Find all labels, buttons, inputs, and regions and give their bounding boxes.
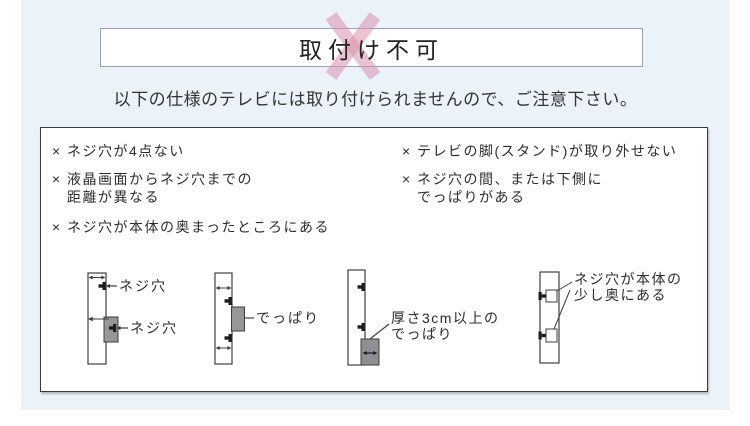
leader-line [556,281,573,292]
leader-line [116,326,128,330]
thick-protrusion-block [360,338,380,366]
recessed-hole-label: 少し奥にある [574,287,667,303]
cross-x-icon [325,12,381,80]
list-item: × 液晶画面からネジ穴までの距離が異なる [52,170,330,206]
tv-panel [539,271,560,364]
screw-icon [98,282,106,290]
diagram-recessed-screw-holes: ネジ穴が本体の 少し奥にある [538,271,683,364]
notice-column-left: × ネジ穴が4点ない × 液晶画面からネジ穴までの距離が異なる × ネジ穴が本体… [52,142,330,246]
cross-marker: × [52,143,62,159]
recess-notch [545,328,558,343]
protrusion-label: でっぱり [256,310,320,326]
recessed-hole-label: ネジ穴が本体の [574,271,683,287]
cross-marker: × [52,219,62,235]
page-title: 取付け不可 [299,36,444,63]
cross-marker: × [402,143,412,159]
diagram-protrusion: でっぱり [214,272,320,365]
screw-icon [538,292,546,300]
screw-icon [538,331,546,340]
width-arrow [88,275,106,280]
screw-hole-label: ネジ穴 [119,278,167,294]
tv-panel [214,272,233,365]
list-item: × ネジ穴の間、または下側にでっぱりがある [402,170,677,206]
diagram-thick-protrusion: 厚さ3cm以上の でっぱり [347,269,499,366]
protrusion-block [231,306,245,332]
screw-icon [109,324,117,332]
notice-text: ネジ穴が4点ない [67,143,185,159]
notice-column-right: × テレビの脚(スタンド)が取り外せない × ネジ穴の間、または下側にでっぱりが… [402,142,677,216]
screw-icon [224,334,232,342]
width-arrow [215,346,232,350]
list-item: × ネジ穴が4点ない [52,142,330,160]
leader-line [369,323,390,340]
leader-line [105,284,117,288]
cross-marker: × [402,171,412,187]
leader-line [553,289,571,330]
width-arrow [215,286,232,290]
screw-hole-label: ネジ穴 [130,320,178,336]
screw-icon [357,323,365,331]
notice-text: テレビの脚(スタンド)が取り外せない [417,143,678,159]
screw-icon [224,297,232,305]
notice-text: ネジ穴が本体の奥まったところにある [67,219,330,235]
notice-text: ネジ穴の間、または下側にでっぱりがある [417,171,603,205]
thickness-arrow [362,351,378,355]
list-item: × テレビの脚(スタンド)が取り外せない [402,142,677,160]
depth-arrow [87,316,109,322]
diagram-screw-holes: ネジ穴 ネジ穴 [87,272,178,365]
tv-diagrams: ネジ穴 ネジ穴 [87,269,683,366]
list-item: × ネジ穴が本体の奥まったところにある [52,218,330,236]
thick-protrusion-label: でっぱり [391,326,453,342]
recess-notch [545,289,558,303]
cross-marker: × [52,171,62,187]
thick-protrusion-label: 厚さ3cm以上の [391,310,499,326]
page-subtitle: 以下の仕様のテレビには取り付けられませんので、ご注意下さい。 [113,90,638,109]
screw-icon [357,283,365,291]
notice-text: 液晶画面からネジ穴までの距離が異なる [67,171,253,205]
